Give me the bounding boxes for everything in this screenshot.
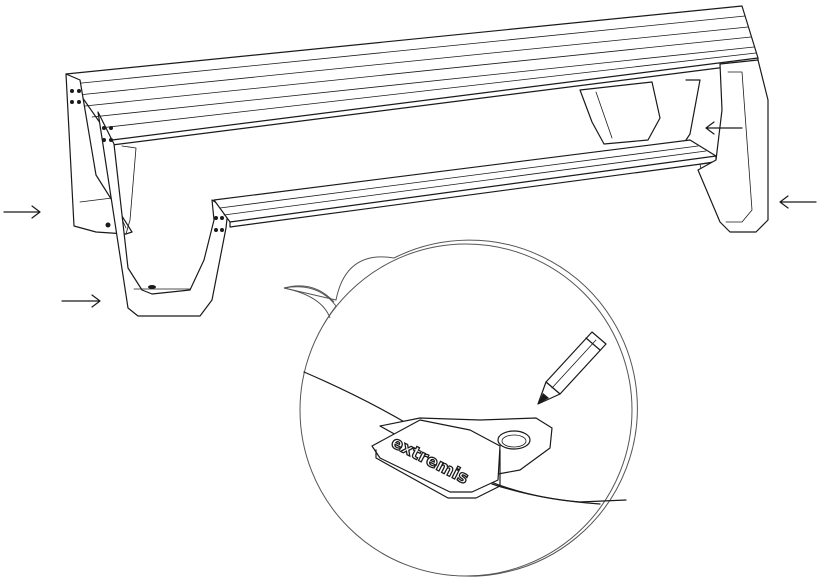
arrow-right-icon: [3, 205, 41, 219]
detail-callout: [283, 239, 638, 577]
anchor-tag: extremis: [371, 417, 553, 499]
right-frame-front: [697, 59, 769, 233]
bench-seat: [213, 139, 717, 228]
right-frame-back: [579, 79, 701, 145]
detail-circle: [299, 243, 633, 577]
arrow-right-icon: [61, 294, 101, 308]
table-top: [65, 5, 759, 146]
arrow-left-icon: [779, 195, 817, 209]
left-frame-front: [97, 111, 229, 317]
detail-content: extremis: [303, 331, 627, 505]
arrow-left-icon: [705, 121, 743, 135]
pencil-icon: [537, 331, 607, 405]
